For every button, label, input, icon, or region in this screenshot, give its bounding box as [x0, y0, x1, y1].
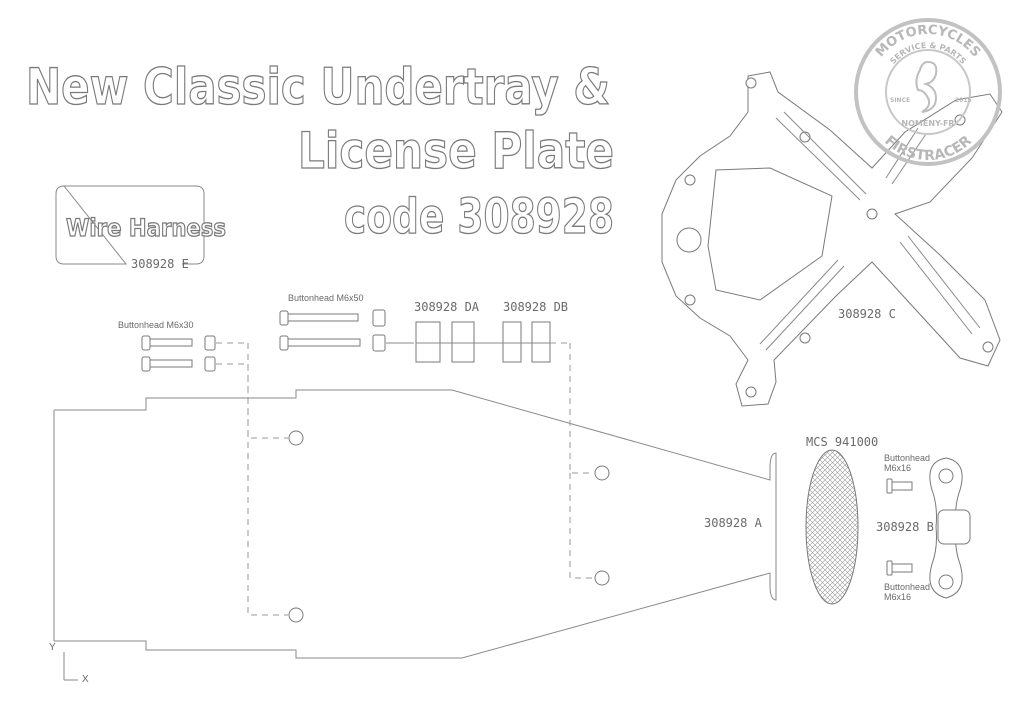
undertray-308928-a: 308928 A: [53, 343, 777, 659]
bolts-m6x30: [141, 335, 248, 372]
spacer-db-label: 308928 DB: [503, 300, 568, 314]
wire-harness-label: Wire Harness: [66, 214, 226, 242]
bolt-m6x16-bottom-label-1: Buttonhead: [884, 582, 930, 592]
spacers: 308928 DA 308928 DB: [414, 300, 570, 363]
undertray-label: 308928 A: [704, 516, 763, 530]
axis-x-label: X: [82, 674, 89, 685]
wire-harness-code: 308928 E: [131, 257, 189, 271]
title-line-3: code 308928: [344, 189, 614, 245]
axis-indicator: Y X: [49, 642, 89, 685]
light-label: 308928 B: [876, 520, 934, 534]
reflector-label: MCS 941000: [806, 435, 878, 449]
title-line-2: License Plate: [298, 122, 614, 180]
bolt-m6x30-label: Buttonhead M6x30: [118, 320, 194, 330]
seal-since-text: SINCE: [890, 97, 910, 104]
plate-bracket-308928-c: 308928 C: [661, 71, 1003, 407]
diagram-title: New Classic Undertray & License Plate co…: [25, 57, 614, 245]
bolt-m6x16-top-label-1: Buttonhead: [884, 453, 930, 463]
reflector-mcs-941000: MCS 941000: [805, 435, 878, 605]
axis-y-label: Y: [49, 642, 56, 653]
bolt-m6x50-label: Buttonhead M6x50: [288, 293, 364, 303]
wire-harness: Wire Harness 308928 E: [55, 185, 227, 271]
bolt-m6x16-bottom-label-2: M6x16: [884, 592, 911, 602]
spacer-da-label: 308928 DA: [414, 300, 480, 314]
seal-town-text: NOMENY-FR: [901, 119, 954, 128]
bolts-m6x50: [279, 309, 414, 352]
title-line-1: New Classic Undertray &: [26, 58, 610, 116]
license-light-308928-b: Buttonhead M6x16 Buttonhead M6x16 308928…: [875, 453, 971, 602]
bolt-m6x16-top-label-2: M6x16: [884, 463, 911, 473]
bracket-label: 308928 C: [838, 307, 896, 321]
seal-year-text: 2015: [955, 97, 972, 104]
cobra-icon: [915, 60, 938, 113]
